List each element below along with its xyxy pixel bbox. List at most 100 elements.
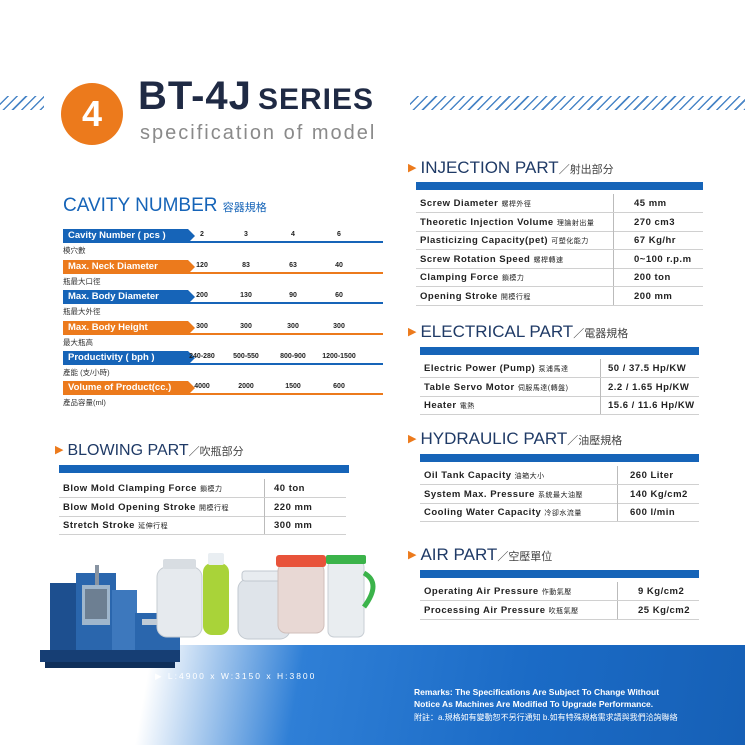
hydraulic-bar: [420, 454, 699, 462]
cavity-cell: 130: [240, 292, 252, 299]
hydraulic-title-zh: 油壓規格: [578, 435, 623, 447]
right-hatch-decoration: [410, 96, 745, 110]
spec-label-zh: 系統最大油壓: [538, 491, 584, 499]
air-spec-row: Operating Air Pressure 作動氣壓 9 Kg/cm2: [420, 582, 699, 601]
electrical-title: ELECTRICAL PART: [420, 322, 574, 341]
cavity-row-label: Cavity Number ( pcs ): [63, 229, 195, 243]
spec-divider: [613, 286, 614, 305]
spec-label: Table Servo Motor 伺服馬達(轉盤): [424, 382, 568, 393]
clear-jar-wide: [237, 570, 291, 640]
cavity-row-line: [183, 272, 383, 274]
pitcher: [326, 555, 376, 638]
spec-label-zh: 可塑化能力: [551, 238, 589, 245]
spec-label-en: Blow Mold Clamping Force: [63, 483, 197, 494]
electrical-spec-row: Table Servo Motor 伺服馬達(轉盤) 2.2 / 1.65 Hp/…: [420, 377, 699, 397]
spec-label-en: Heater: [424, 400, 457, 411]
spec-label-en: Theoretic Injection Volume: [420, 216, 554, 228]
spec-divider: [613, 194, 614, 212]
spec-label: Cooling Water Capacity 冷卻水流量: [424, 507, 582, 518]
spec-label-zh: 理論射出量: [556, 219, 595, 227]
spec-label: Clamping Force 鎖模力: [420, 272, 524, 283]
spec-divider: [264, 497, 265, 516]
spec-label-zh: 鎖模力: [501, 275, 525, 282]
spec-label-en: Screw Diameter: [420, 198, 499, 209]
spec-value: 200 ton: [634, 272, 671, 283]
injection-bar: [416, 182, 703, 190]
spec-label: Stretch Stroke 延伸行程: [63, 520, 168, 531]
cavity-cell: 40: [335, 262, 343, 269]
arrow-right-icon: ▶: [55, 444, 64, 456]
spec-label-zh: 作動氣壓: [541, 589, 572, 596]
cavity-row-line: [183, 241, 383, 243]
spec-label-zh: 延伸行程: [138, 523, 169, 530]
clear-jar-tall: [156, 559, 203, 638]
spec-value: 200 mm: [634, 290, 673, 302]
injection-title-zh: 射出部分: [569, 164, 614, 176]
spec-label-en: Screw Rotation Speed: [420, 253, 531, 265]
spec-divider: [613, 268, 614, 286]
green-bottle: [203, 553, 229, 635]
cavity-cell: 300: [196, 323, 208, 330]
remark-line-1: Remarks: The Specifications Are Subject …: [414, 687, 660, 697]
cavity-cell: 600: [333, 383, 345, 390]
spec-divider: [617, 484, 618, 503]
spec-divider: [600, 377, 601, 396]
spec-label-zh: 伺服馬達(轉盤): [517, 384, 569, 392]
spec-label-zh: 油箱大小: [514, 473, 545, 480]
spec-label: Plasticizing Capacity(pet) 可塑化能力: [420, 235, 589, 246]
spec-label-en: Clamping Force: [420, 272, 499, 283]
cavity-cell: 60: [335, 292, 343, 299]
air-title: AIR PART: [420, 545, 498, 564]
arrow-right-icon: ▶: [408, 433, 417, 445]
cavity-cell: 1200-1500: [322, 353, 356, 360]
cavity-cell: 200: [196, 292, 208, 299]
blowing-title-zh: 吹瓶部分: [199, 446, 244, 458]
spec-value: 300 mm: [274, 520, 313, 531]
series-label: SERIES: [257, 83, 374, 116]
spec-value: 40 ton: [274, 483, 305, 494]
spec-label: Electric Power (Pump) 泵浦馬達: [424, 363, 568, 374]
cavity-cell: 240-280: [189, 353, 215, 360]
cavity-title-zh: 容器規格: [222, 202, 267, 214]
section-number-badge: 4: [61, 83, 123, 145]
spec-label-en: Blow Mold Opening Stroke: [63, 501, 196, 513]
spec-label-zh: 開模行程: [500, 293, 531, 301]
remark-line-2: Notice As Machines Are Modified To Upgra…: [414, 699, 654, 709]
spec-label-zh: 吹瓶氣壓: [548, 607, 579, 615]
spec-label-en: Oil Tank Capacity: [424, 470, 512, 481]
spec-value: 260 Liter: [630, 470, 674, 481]
spec-divider: [617, 600, 618, 619]
blowing-title: BLOWING PART: [67, 442, 189, 459]
spec-label-en: Operating Air Pressure: [424, 586, 539, 597]
spec-label-en: Electric Power (Pump): [424, 363, 536, 374]
spec-divider: [613, 231, 614, 249]
cavity-row-zh: 瓶最大外徑: [63, 307, 101, 316]
spec-label: Opening Stroke 開模行程: [420, 291, 531, 302]
electrical-bar: [420, 347, 699, 355]
spec-divider: [264, 516, 265, 534]
spec-label-en: Table Servo Motor: [424, 381, 515, 393]
spec-label: Heater 電熱: [424, 400, 475, 411]
cavity-row-line: [183, 333, 383, 335]
cavity-cell: 6: [337, 231, 341, 238]
spec-label: Oil Tank Capacity 油箱大小: [424, 470, 545, 481]
cavity-row-line: [183, 363, 383, 365]
cavity-row-zh: 產品容量(ml): [63, 398, 106, 407]
cavity-row-label: Max. Neck Diameter: [63, 260, 195, 274]
blowing-bar: [59, 465, 349, 473]
spec-value: 9 Kg/cm2: [638, 586, 685, 597]
spec-value: 2.2 / 1.65 Hp/KW: [608, 381, 690, 393]
cavity-cell: 1500: [285, 383, 301, 390]
spec-label-en: System Max. Pressure: [424, 488, 535, 500]
spec-value: 45 mm: [634, 198, 667, 209]
blow-molding-machine: [40, 565, 180, 668]
spec-label-zh: 冷卻水流量: [544, 510, 582, 517]
